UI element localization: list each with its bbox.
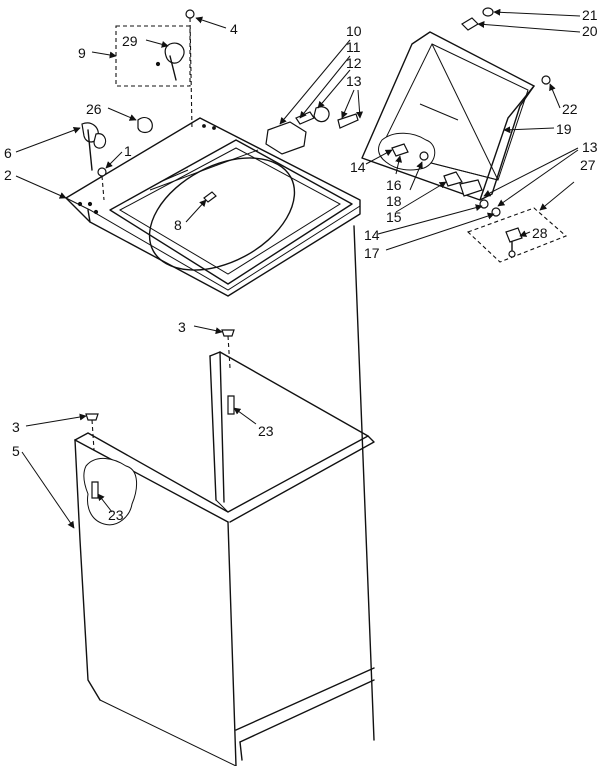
leader-lines <box>15 8 581 529</box>
callout-22: 22 <box>562 101 578 117</box>
callout-29: 29 <box>122 33 138 49</box>
screw-23-lower <box>91 481 99 499</box>
fitting-26 <box>137 116 153 134</box>
callout-11: 11 <box>346 39 361 55</box>
switch-box-9 <box>115 25 191 87</box>
callout-17: 17 <box>364 245 380 261</box>
bumper-20-21 <box>461 7 494 31</box>
callout-23-lower: 23 <box>108 507 124 523</box>
pin-13 <box>337 113 359 129</box>
callout-6: 6 <box>4 145 12 161</box>
hinge-part-11 <box>295 111 315 125</box>
callout-2: 2 <box>4 167 12 183</box>
hinge-part-12 <box>313 106 330 123</box>
callout-5: 5 <box>12 443 20 459</box>
callout-20: 20 <box>582 23 598 39</box>
top-cover <box>65 117 361 297</box>
callout-10: 10 <box>346 23 362 39</box>
screw-4 <box>185 9 195 131</box>
callout-14-lower: 14 <box>364 227 380 243</box>
callout-3-upper: 3 <box>178 319 186 335</box>
hinge-10 <box>265 121 307 155</box>
callout-16: 16 <box>386 177 402 193</box>
callout-23-upper: 23 <box>258 423 274 439</box>
callout-14-upper: 14 <box>350 159 366 175</box>
callout-15: 15 <box>386 209 402 225</box>
screw-3-lower <box>85 413 99 451</box>
callout-4: 4 <box>230 21 238 37</box>
callout-labels: 1 2 3 3 4 5 6 8 9 10 11 12 13 13 14 14 1… <box>4 7 598 523</box>
callout-28: 28 <box>532 225 548 241</box>
hinge-hardware-right <box>391 143 501 217</box>
part-box-27 <box>466 207 568 263</box>
callout-9: 9 <box>78 45 86 61</box>
cutaway-panel-detail <box>83 458 137 526</box>
screw-3-upper <box>221 329 235 369</box>
callout-12: 12 <box>346 55 362 71</box>
callout-8: 8 <box>174 217 182 233</box>
callout-21: 21 <box>582 7 598 23</box>
callout-13-right: 13 <box>582 139 598 155</box>
callout-26: 26 <box>86 101 102 117</box>
callout-1: 1 <box>124 143 132 159</box>
screw-1 <box>97 167 107 201</box>
screw-8 <box>203 191 217 203</box>
screw-23-upper <box>227 395 235 415</box>
callout-19: 19 <box>556 121 572 137</box>
callout-27: 27 <box>580 157 596 173</box>
callout-13-left: 13 <box>346 73 362 89</box>
callout-18: 18 <box>386 193 402 209</box>
screw-22 <box>541 75 551 85</box>
bracket-6 <box>81 122 107 171</box>
cabinet <box>74 225 375 766</box>
callout-3-lower: 3 <box>12 419 20 435</box>
tub-opening <box>148 157 296 271</box>
